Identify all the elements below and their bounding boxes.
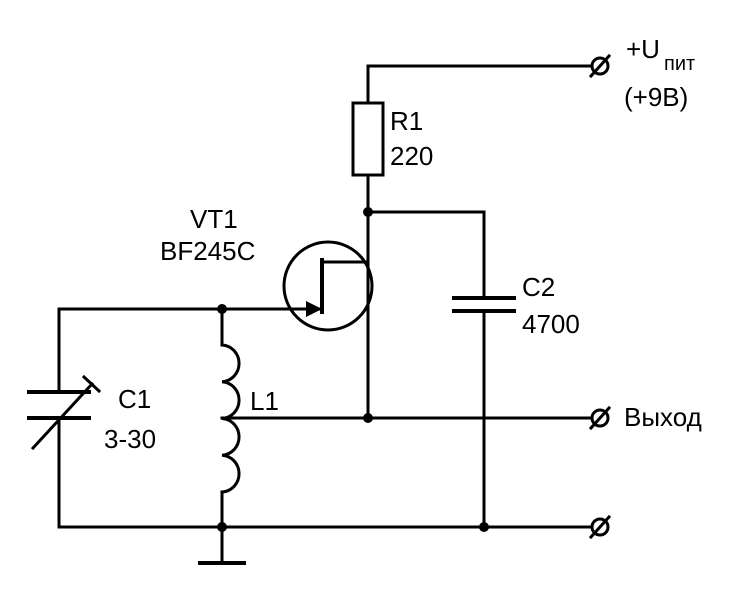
- c1-value: 3-30: [104, 424, 156, 454]
- inductor-l1-coil: [220, 343, 241, 494]
- r1-ref: R1: [390, 106, 423, 136]
- supply-subscript: пит: [664, 53, 695, 75]
- terminal-output-slash: [588, 405, 612, 431]
- transistor-vt1: VT1 BF245C: [160, 204, 374, 332]
- junction-output: [363, 413, 373, 423]
- output-label: Выход: [624, 402, 702, 432]
- resistor-r1: R1 220: [351, 101, 433, 177]
- terminal-output-circle: [590, 408, 610, 428]
- junction-drain: [363, 207, 373, 217]
- transistor-vt1-circle: [282, 240, 374, 332]
- terminal-supply-slash: [588, 53, 612, 79]
- capacitor-c2: C2 4700: [452, 272, 580, 339]
- supply-voltage: (+9В): [624, 82, 688, 112]
- wire-supply: [366, 64, 594, 105]
- supply-label: +U: [626, 34, 660, 64]
- vt1-ref: VT1: [190, 204, 238, 234]
- capacitor-c1: C1 3-30: [27, 374, 156, 454]
- terminal-ground-slash: [588, 514, 612, 540]
- junction-c2-ground: [479, 522, 489, 532]
- r1-value: 220: [390, 141, 433, 171]
- transistor-vt1-gate-arrow: [306, 301, 322, 317]
- l1-ref: L1: [250, 386, 279, 416]
- terminal-output: Выход: [588, 402, 702, 432]
- inductor-l1: L1: [220, 343, 279, 494]
- terminal-supply-circle: [590, 56, 610, 76]
- c2-value: 4700: [522, 309, 580, 339]
- c2-ref: C2: [522, 272, 555, 302]
- junction-ground: [217, 522, 227, 532]
- wires: [57, 64, 594, 565]
- terminal-ground-circle: [590, 517, 610, 537]
- terminal-ground: [588, 514, 612, 540]
- capacitor-c1-trim-arrow: [30, 381, 95, 451]
- wire-drain-c2: [366, 210, 486, 300]
- terminal-supply: +U пит (+9В): [588, 34, 695, 112]
- vt1-value: BF245C: [160, 236, 255, 266]
- wire-gate: [57, 307, 324, 392]
- junction-gate: [217, 304, 227, 314]
- resistor-r1-body: [351, 101, 385, 177]
- junctions: [217, 207, 489, 532]
- c1-ref: C1: [118, 384, 151, 414]
- capacitor-c1-trim-tick: [81, 374, 102, 394]
